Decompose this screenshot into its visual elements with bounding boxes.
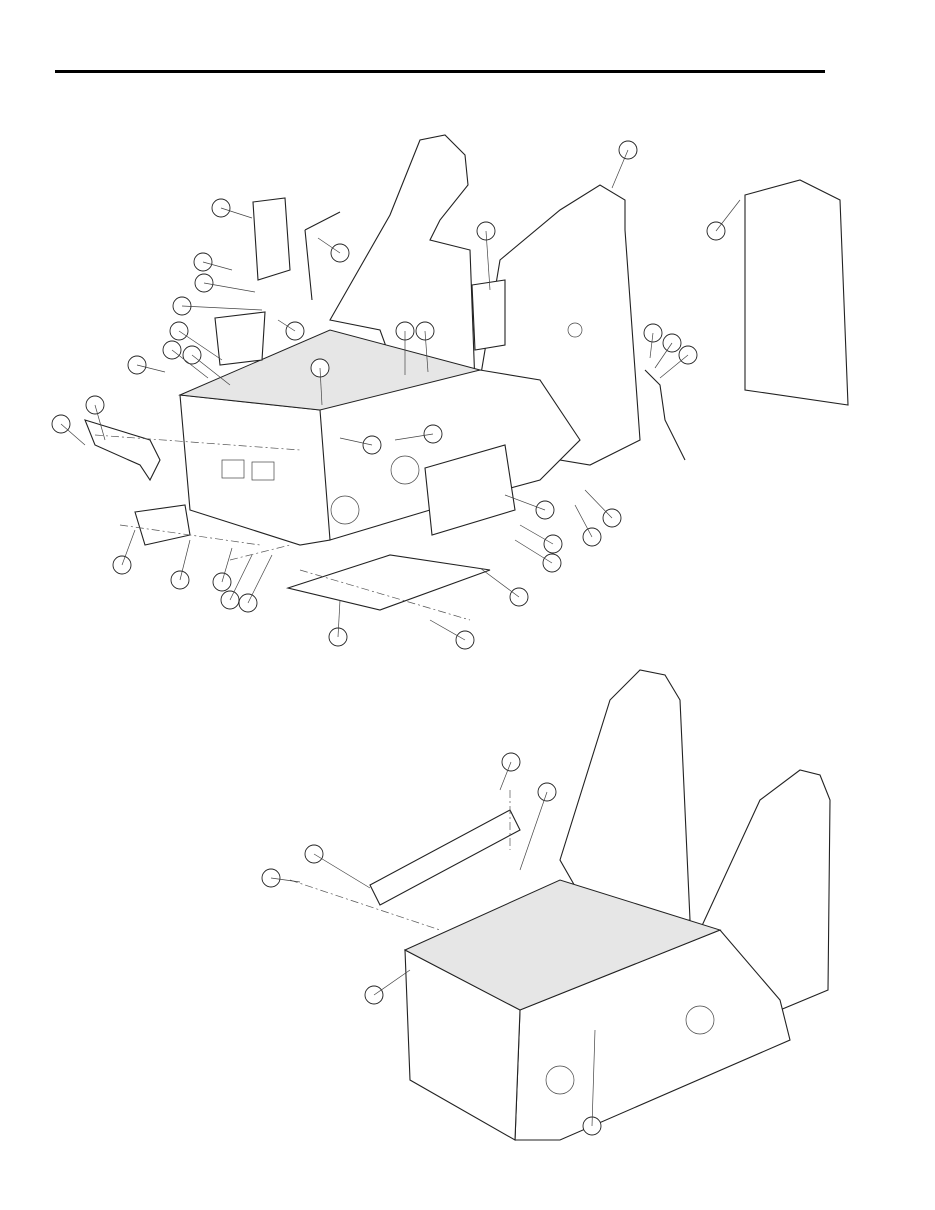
leader-line <box>591 1029 596 1127</box>
leader-line <box>229 554 253 601</box>
leader-line <box>270 877 301 883</box>
leader-line <box>203 282 256 293</box>
leader-line <box>220 207 253 219</box>
leader-line <box>313 853 371 889</box>
right-door-panel <box>471 279 506 351</box>
leader-line <box>191 354 231 386</box>
leader-line <box>514 539 553 564</box>
pivot-boss <box>567 322 583 338</box>
front-panel <box>179 394 331 546</box>
exploded-frame-assembly <box>84 134 849 621</box>
leader-line <box>373 969 411 996</box>
leader-line <box>121 529 136 566</box>
leader-line <box>394 433 434 441</box>
leader-line <box>178 330 223 361</box>
leader-line-group <box>60 149 741 1127</box>
leader-line <box>337 599 341 638</box>
belly-pan <box>285 554 491 611</box>
hydraulic-line <box>644 369 686 461</box>
leader-line <box>519 791 548 871</box>
leader-line <box>221 547 233 583</box>
leader-line <box>319 367 323 406</box>
seat-bracket <box>214 311 266 366</box>
leader-line <box>247 554 273 604</box>
axle-hole-left <box>330 495 360 525</box>
cover-centerline <box>289 790 511 931</box>
assembled-axle-hole-left <box>545 1065 575 1095</box>
leader-line <box>499 761 512 791</box>
leader-line <box>429 619 466 641</box>
header-rule <box>55 70 825 73</box>
leader-line <box>504 494 546 511</box>
leader-line <box>317 237 341 254</box>
leader-line <box>60 423 86 446</box>
leader-line <box>136 364 166 373</box>
inset-tower-detail <box>744 179 849 406</box>
leader-line <box>584 489 613 519</box>
assembly-centerline <box>94 434 471 621</box>
front-guard-plate <box>134 504 191 546</box>
assembled-top-rail <box>403 879 722 1011</box>
leader-line <box>485 230 491 291</box>
frame-assembly-with-cover <box>289 669 831 1141</box>
leader-line <box>715 199 741 232</box>
leader-line <box>659 354 689 379</box>
access-cover-plate <box>424 444 516 536</box>
leader-line <box>649 332 654 359</box>
leader-line <box>479 567 520 598</box>
front-opening-left <box>221 459 245 479</box>
leader-line <box>181 305 263 311</box>
leader-line <box>94 404 106 441</box>
leader-line <box>574 504 593 538</box>
leader-line <box>654 342 673 369</box>
leader-line <box>277 319 296 332</box>
front-opening-right <box>251 461 275 481</box>
leader-line <box>424 330 429 373</box>
step-bracket <box>84 419 161 482</box>
axle-hole-right <box>390 455 420 485</box>
left-door-panel <box>252 197 291 281</box>
leader-line <box>611 149 629 189</box>
leader-line <box>519 524 554 545</box>
leader-line <box>171 349 209 379</box>
leader-line <box>339 437 373 446</box>
cross-cover <box>369 809 521 906</box>
grab-handle <box>304 211 341 301</box>
assembled-axle-hole-right <box>685 1005 715 1035</box>
leader-line <box>179 539 191 581</box>
leader-line <box>202 261 233 271</box>
